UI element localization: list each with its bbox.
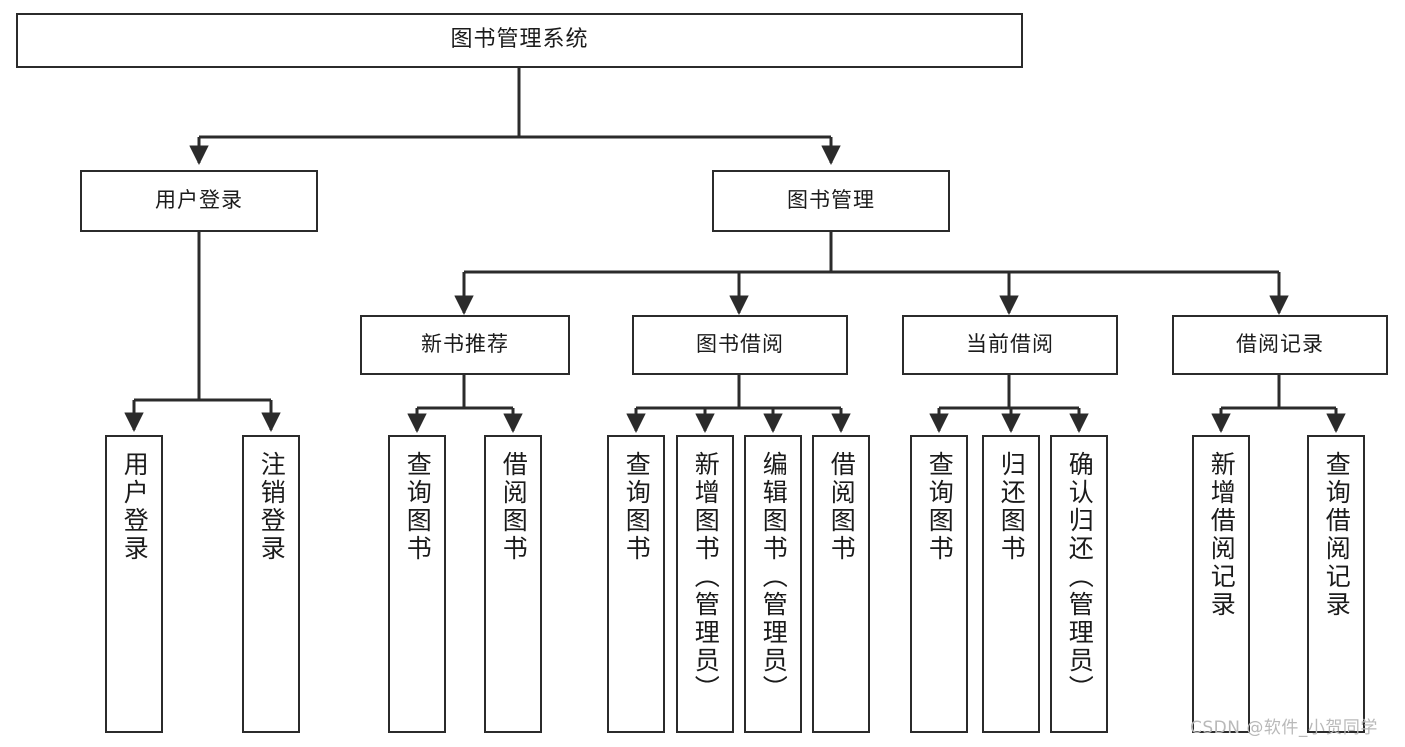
node-label: 新书推荐 [421,332,509,357]
node-label: 图书管理 [787,188,875,213]
leaf-user-login[interactable]: 用户登录 [105,435,163,733]
leaf-query-borrow-record[interactable]: 查询借阅记录 [1307,435,1365,733]
node-label: 归还图书 [997,451,1027,563]
node-label: 查询借阅记录 [1322,451,1352,619]
node-label: 当前借阅 [966,332,1054,357]
node-label: 用户登录 [120,451,150,563]
leaf-query-book-borrow[interactable]: 查询图书 [607,435,665,733]
node-label: 注销登录 [257,451,287,563]
leaf-add-borrow-record[interactable]: 新增借阅记录 [1192,435,1250,733]
node-label: 查询图书 [622,451,652,563]
node-user-login[interactable]: 用户登录 [80,170,318,232]
node-label: 图书管理系统 [450,27,589,53]
node-label: 新增图书（管理员） [691,451,721,703]
node-root-system[interactable]: 图书管理系统 [16,13,1023,68]
node-book-management[interactable]: 图书管理 [712,170,950,232]
leaf-query-book-new[interactable]: 查询图书 [388,435,446,733]
leaf-confirm-return-admin[interactable]: 确认归还（管理员） [1050,435,1108,733]
node-borrow-record[interactable]: 借阅记录 [1172,315,1388,375]
node-label: 用户登录 [155,188,243,213]
leaf-add-book-admin[interactable]: 新增图书（管理员） [676,435,734,733]
csdn-watermark: CSDN @软件_小贺同学 [1190,718,1378,738]
node-current-borrow[interactable]: 当前借阅 [902,315,1118,375]
node-label: 图书借阅 [696,332,784,357]
node-book-borrow[interactable]: 图书借阅 [632,315,848,375]
leaf-borrow-book-new[interactable]: 借阅图书 [484,435,542,733]
node-label: 确认归还（管理员） [1065,451,1095,703]
node-new-book-recommend[interactable]: 新书推荐 [360,315,570,375]
leaf-logout[interactable]: 注销登录 [242,435,300,733]
leaf-edit-book-admin[interactable]: 编辑图书（管理员） [744,435,802,733]
node-label: 新增借阅记录 [1207,451,1237,619]
node-label: 查询图书 [403,451,433,563]
node-label: 查询图书 [925,451,955,563]
leaf-borrow-book[interactable]: 借阅图书 [812,435,870,733]
node-label: 借阅记录 [1236,332,1324,357]
node-label: 借阅图书 [827,451,857,563]
leaf-return-book[interactable]: 归还图书 [982,435,1040,733]
node-label: 编辑图书（管理员） [759,451,789,703]
node-label: 借阅图书 [499,451,529,563]
leaf-query-book-current[interactable]: 查询图书 [910,435,968,733]
